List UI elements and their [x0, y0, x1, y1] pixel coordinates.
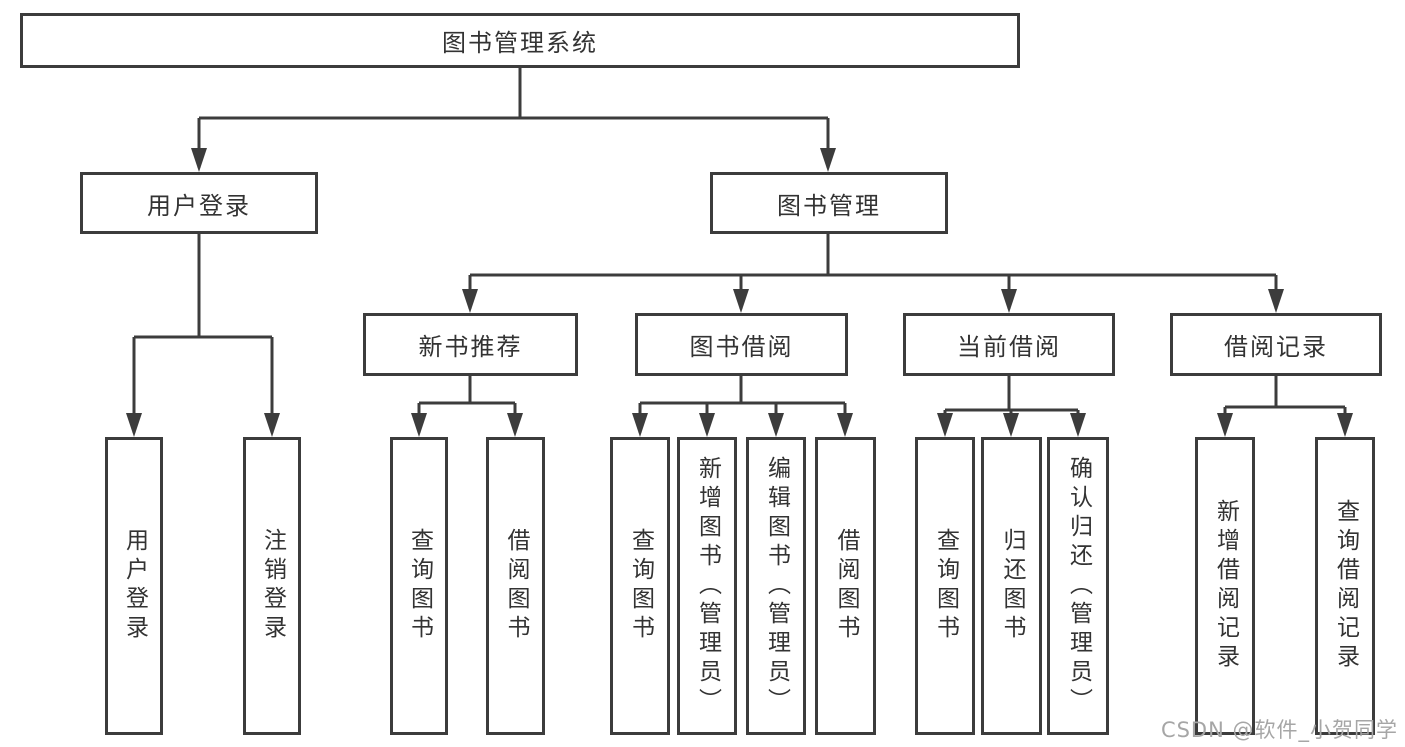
node-borrowing-records: 借阅记录 [1170, 313, 1382, 376]
leaf-recommend-borrow-books-label: 借阅图书 [503, 528, 529, 644]
node-book-management: 图书管理 [710, 172, 948, 234]
node-new-book-recommendation-label: 新书推荐 [418, 333, 523, 361]
leaf-borrowing-query-books-label: 查询图书 [627, 528, 654, 644]
node-new-book-recommendation: 新书推荐 [363, 313, 578, 376]
node-user-login-group: 用户登录 [80, 172, 318, 234]
node-root-label: 图书管理系统 [442, 29, 598, 57]
leaf-current-query-books: 查询图书 [915, 437, 975, 735]
leaf-borrowing-borrow-books: 借阅图书 [815, 437, 876, 735]
leaf-borrowing-query-books: 查询图书 [610, 437, 670, 735]
leaf-current-confirm-return: 确认归还（管理员） [1047, 437, 1109, 735]
leaf-records-query-record-label: 查询借阅记录 [1332, 499, 1359, 673]
csdn-watermark: CSDN @软件_小贺同学 [1160, 718, 1398, 742]
leaf-current-return-books: 归还图书 [981, 437, 1042, 735]
node-current-borrowing: 当前借阅 [903, 313, 1115, 376]
leaf-records-query-record: 查询借阅记录 [1315, 437, 1375, 735]
leaf-logout: 注销登录 [243, 437, 301, 735]
leaf-current-query-books-label: 查询图书 [932, 528, 959, 644]
leaf-current-confirm-return-label: 确认归还（管理员） [1065, 455, 1092, 717]
node-book-borrowing-label: 图书借阅 [689, 333, 794, 361]
leaf-records-add-record-label: 新增借阅记录 [1212, 499, 1239, 673]
leaf-borrowing-add-books-label: 新增图书（管理员） [694, 455, 721, 717]
leaf-user-login-label: 用户登录 [121, 528, 148, 644]
node-borrowing-records-label: 借阅记录 [1224, 333, 1328, 361]
node-book-borrowing: 图书借阅 [635, 313, 848, 376]
node-current-borrowing-label: 当前借阅 [957, 333, 1061, 361]
leaf-records-add-record: 新增借阅记录 [1195, 437, 1255, 735]
leaf-recommend-query-books-label: 查询图书 [406, 528, 433, 644]
node-user-login-group-label: 用户登录 [147, 191, 251, 220]
leaf-recommend-borrow-books: 借阅图书 [486, 437, 545, 735]
leaf-user-login: 用户登录 [105, 437, 163, 735]
leaf-borrowing-edit-books: 编辑图书（管理员） [746, 437, 806, 735]
leaf-current-return-books-label: 归还图书 [999, 528, 1025, 644]
leaf-borrowing-add-books: 新增图书（管理员） [677, 437, 737, 735]
leaf-logout-label: 注销登录 [259, 528, 286, 644]
node-book-management-label: 图书管理 [777, 191, 881, 220]
node-root: 图书管理系统 [20, 13, 1020, 68]
leaf-recommend-query-books: 查询图书 [390, 437, 448, 735]
leaf-borrowing-borrow-books-label: 借阅图书 [833, 528, 859, 644]
leaf-borrowing-edit-books-label: 编辑图书（管理员） [763, 455, 790, 717]
